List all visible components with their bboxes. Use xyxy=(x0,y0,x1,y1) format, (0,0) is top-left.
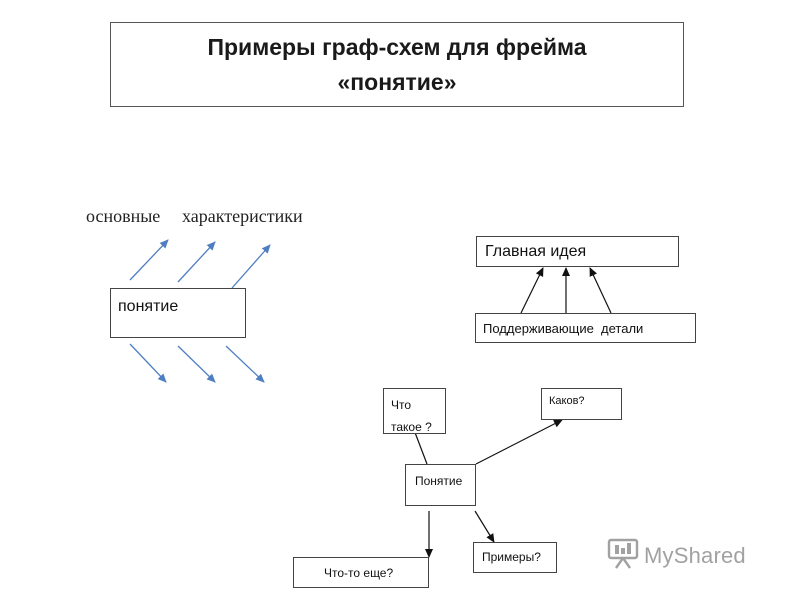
watermark-text: MyShared xyxy=(644,542,746,568)
title-box: Примеры граф-схем для фрейма «понятие» xyxy=(110,22,684,107)
examples-label: Примеры? xyxy=(482,550,541,564)
watermark: MyShared xyxy=(606,536,746,575)
arrow-detail-right xyxy=(589,267,612,314)
blue-arrow-down-1 xyxy=(129,343,167,383)
blue-arrow-up-1 xyxy=(129,239,169,281)
caption-main: основные xyxy=(86,206,161,226)
how-box: Каков? xyxy=(541,388,622,420)
supporting-details-label: Поддерживающие детали xyxy=(483,321,644,336)
supporting-details-box: Поддерживающие детали xyxy=(475,313,696,343)
center-concept-label: Понятие xyxy=(415,474,463,488)
what-is-label: Что такое ? xyxy=(391,398,432,434)
concept-label: понятие xyxy=(118,298,179,315)
presentation-board-icon xyxy=(606,536,640,575)
center-concept-box: Понятие xyxy=(405,464,476,506)
blue-arrow-up-2 xyxy=(177,241,216,283)
blue-arrow-down-2 xyxy=(177,345,216,383)
arrow-to-examples xyxy=(474,510,495,543)
what-is-box: Что такое ? xyxy=(383,388,446,434)
concept-box: понятие xyxy=(110,288,246,338)
slide-title: Примеры граф-схем для фрейма «понятие» xyxy=(207,33,587,95)
examples-box: Примеры? xyxy=(473,542,557,573)
main-idea-label: Главная идея xyxy=(485,243,587,260)
something-else-label: Что-то еще? xyxy=(324,566,394,580)
arrow-detail-left xyxy=(520,267,544,314)
something-else-box: Что-то еще? xyxy=(293,557,429,588)
blue-arrow-down-3 xyxy=(225,345,265,383)
arrow-to-how xyxy=(475,419,563,465)
caption-characteristics: характеристики xyxy=(182,206,303,226)
main-idea-box: Главная идея xyxy=(476,236,679,267)
blue-arrow-up-3 xyxy=(231,244,271,289)
how-label: Каков? xyxy=(549,395,585,407)
